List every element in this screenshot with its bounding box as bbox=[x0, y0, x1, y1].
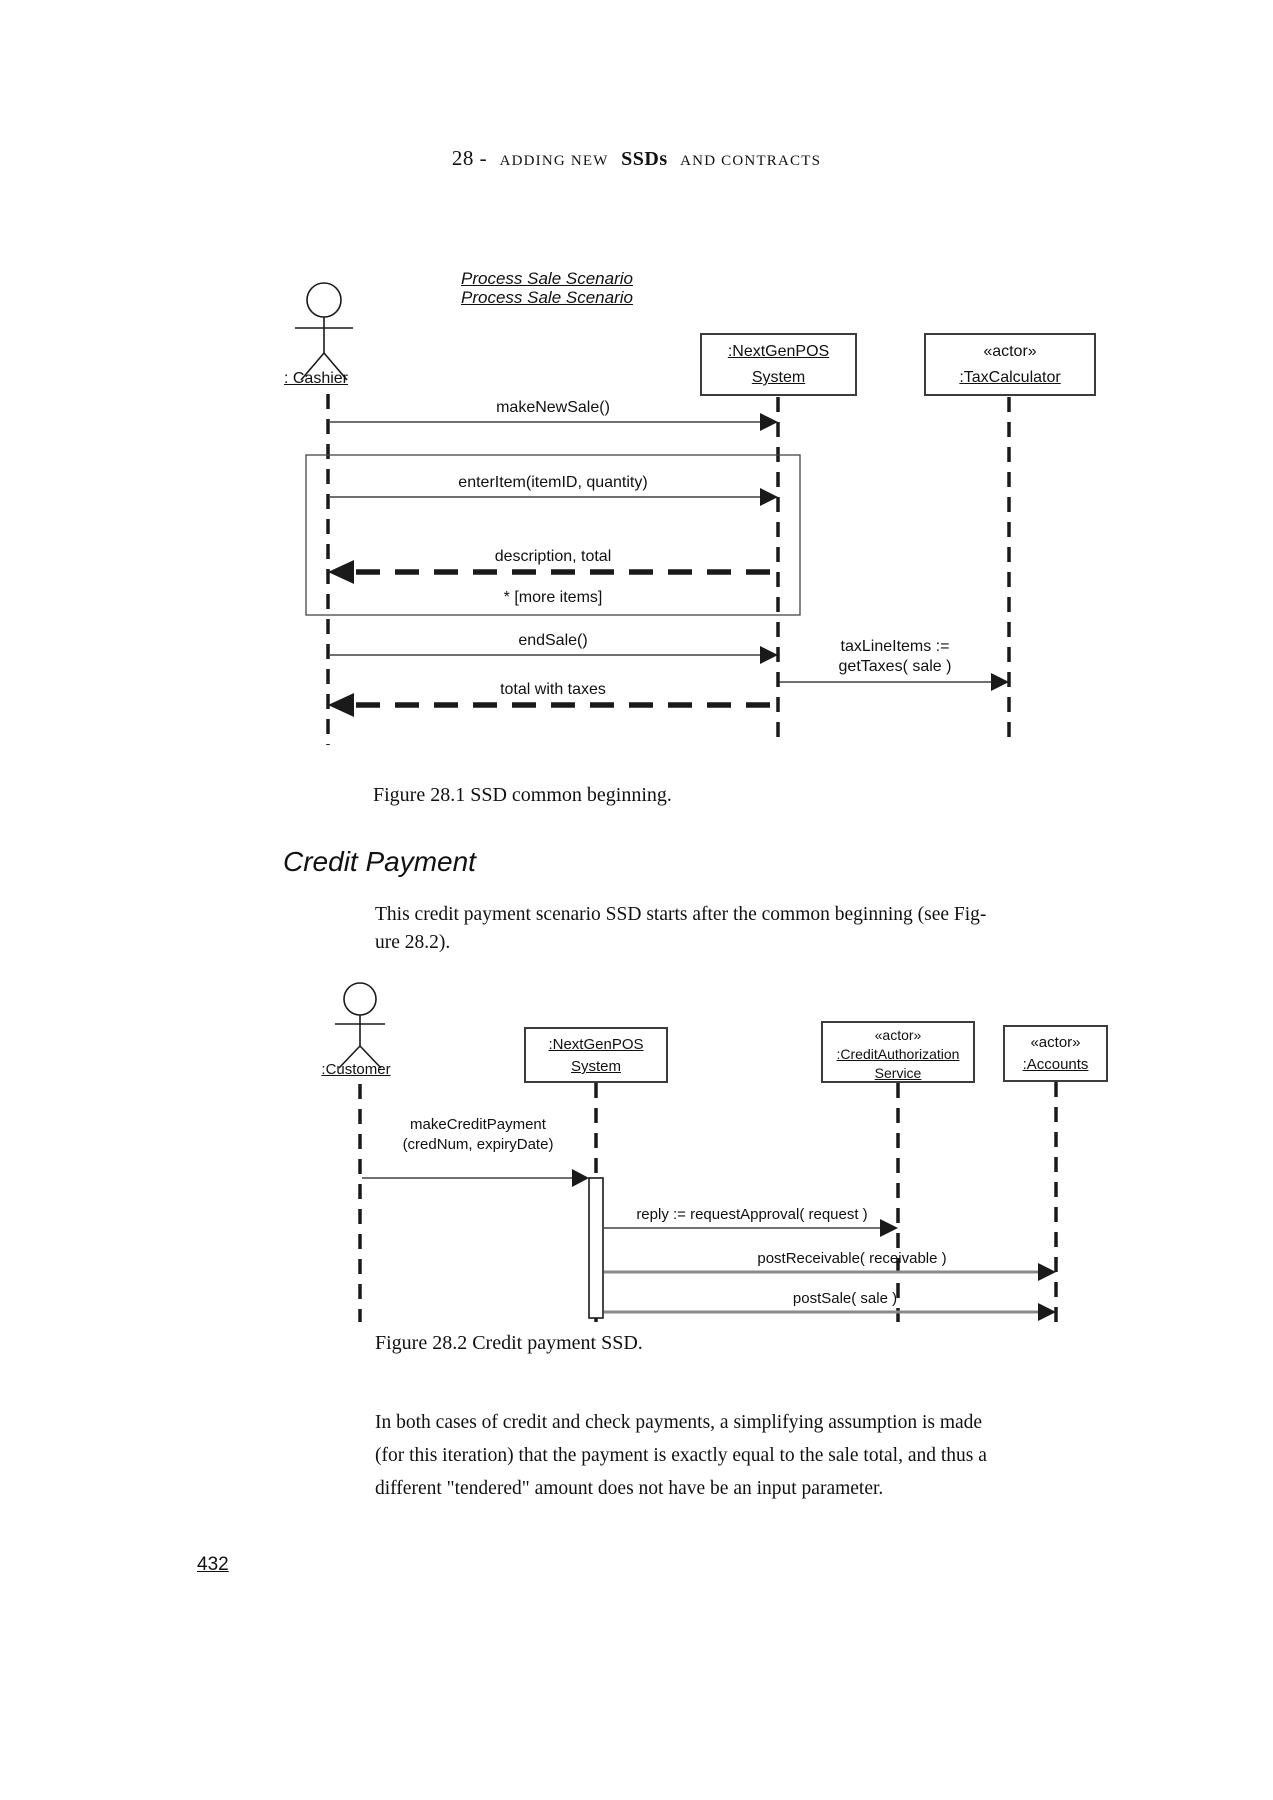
message-label-request-approval: reply := requestApproval( request ) bbox=[636, 1206, 868, 1223]
actor-figure-customer bbox=[335, 982, 385, 1069]
participant-name: System bbox=[570, 1058, 621, 1075]
message-label-total-with-taxes: total with taxes bbox=[500, 681, 606, 698]
participant-box-accounts: «actor» :Accounts bbox=[1003, 1025, 1108, 1082]
paragraph-line: In both cases of credit and check paymen… bbox=[375, 1412, 983, 1433]
stereotype-label: «actor» bbox=[1030, 1034, 1081, 1051]
participant-box-nextgenpos-2: :NextGenPOS System bbox=[524, 1027, 668, 1083]
participant-box-nextgenpos-1: :NextGenPOS System bbox=[700, 333, 857, 396]
header-text-post: AND CONTRACTS bbox=[680, 153, 822, 169]
header-text-pre: ADDING NEW bbox=[499, 153, 609, 169]
paragraph-line: different "tendered" amount does not hav… bbox=[375, 1478, 884, 1499]
figure1-title-line1: Process Sale Scenario bbox=[461, 269, 633, 288]
arrow-make-credit-payment bbox=[362, 1169, 589, 1187]
header-text-bold: SSDs bbox=[621, 148, 668, 170]
actor-label-cashier: : Cashier bbox=[283, 370, 349, 387]
participant-box-taxcalculator: «actor» :TaxCalculator bbox=[924, 333, 1096, 396]
participant-name: Service bbox=[874, 1065, 922, 1081]
message-label-make-credit-payment-1: makeCreditPayment bbox=[410, 1116, 546, 1133]
page-header: 28 - ADDING NEW SSDs AND CONTRACTS bbox=[0, 146, 1273, 171]
participant-name: :NextGenPOS bbox=[727, 343, 830, 360]
message-label-tax-line-items-2: getTaxes( sale ) bbox=[838, 658, 952, 675]
message-label-enter-item: enterItem(itemID, quantity) bbox=[458, 474, 648, 491]
message-label-make-credit-payment-2: (credNum, expiryDate) bbox=[402, 1136, 554, 1153]
participant-name: :TaxCalculator bbox=[959, 369, 1061, 386]
figure1-caption: Figure 28.1 SSD common beginning. bbox=[373, 784, 672, 806]
message-label-end-sale: endSale() bbox=[518, 632, 588, 649]
loop-guard-label: * [more items] bbox=[503, 589, 603, 606]
stereotype-label: «actor» bbox=[874, 1027, 922, 1043]
actor-figure-cashier bbox=[295, 282, 353, 381]
page-number: 432 bbox=[197, 1554, 229, 1575]
participant-name: :NextGenPOS bbox=[548, 1036, 644, 1053]
figure1-title-line2: Process Sale Scenario bbox=[461, 288, 633, 307]
participant-name: :Accounts bbox=[1022, 1056, 1089, 1073]
participant-name: System bbox=[751, 369, 806, 386]
message-label-make-new-sale: makeNewSale() bbox=[496, 399, 610, 416]
chapter-number: 28 - bbox=[451, 146, 488, 170]
paragraph-line: (for this iteration) that the payment is… bbox=[375, 1445, 987, 1466]
section-heading: Credit Payment bbox=[283, 846, 476, 877]
stereotype-label: «actor» bbox=[983, 343, 1037, 360]
message-label-tax-line-items-1: taxLineItems := bbox=[840, 638, 950, 655]
message-label-post-sale: postSale( sale ) bbox=[792, 1290, 898, 1307]
message-label-post-receivable: postReceivable( receivable ) bbox=[757, 1250, 947, 1267]
figure2-caption: Figure 28.2 Credit payment SSD. bbox=[375, 1332, 643, 1354]
actor-label-customer: :Customer bbox=[321, 1061, 391, 1078]
message-label-description-total: description, total bbox=[494, 548, 612, 565]
participant-box-credit-authorization: «actor» :CreditAuthorization Service bbox=[821, 1021, 975, 1083]
paragraph-line: This credit payment scenario SSD starts … bbox=[375, 904, 987, 925]
activation-bar bbox=[588, 1177, 604, 1319]
paragraph-line: ure 28.2). bbox=[375, 932, 451, 953]
participant-name: :CreditAuthorization bbox=[836, 1046, 960, 1062]
